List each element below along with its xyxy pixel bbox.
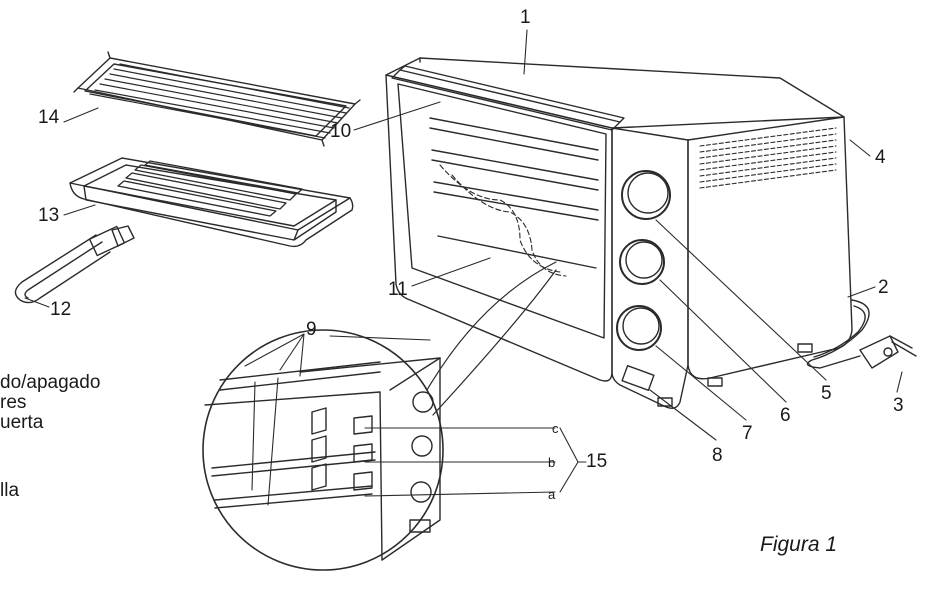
callout-3: 3 bbox=[893, 395, 904, 416]
callout-7: 7 bbox=[742, 423, 753, 444]
cut-text-4: lla bbox=[0, 480, 20, 501]
callout-2: 2 bbox=[878, 277, 889, 298]
cut-text-1: do/apagado bbox=[0, 372, 101, 393]
figure-caption: Figura 1 bbox=[760, 533, 838, 556]
leader-lines bbox=[24, 29, 903, 506]
tray-handle bbox=[14, 225, 135, 304]
wire-rack bbox=[73, 51, 361, 147]
rack-level-a: a bbox=[548, 487, 556, 502]
callout-4: 4 bbox=[875, 147, 886, 168]
temperature-knob[interactable] bbox=[621, 170, 671, 220]
cut-text-3: uerta bbox=[0, 412, 44, 433]
callout-14: 14 bbox=[38, 107, 60, 128]
oven-body bbox=[385, 57, 853, 409]
power-cord-and-plug bbox=[806, 299, 917, 369]
callout-9: 9 bbox=[306, 319, 317, 340]
rack-level-b: b bbox=[548, 455, 556, 470]
callout-1: 1 bbox=[520, 7, 531, 28]
cut-text-2: res bbox=[0, 392, 27, 413]
function-knob[interactable] bbox=[619, 239, 665, 285]
callout-5: 5 bbox=[821, 383, 832, 404]
timer-knob[interactable] bbox=[616, 305, 662, 351]
callout-13: 13 bbox=[38, 205, 60, 226]
baking-tray bbox=[69, 157, 354, 248]
rack-level-c: c bbox=[552, 421, 559, 436]
callout-11: 11 bbox=[388, 279, 408, 300]
indicator-light bbox=[621, 364, 655, 392]
callout-10: 10 bbox=[330, 121, 352, 142]
callout-15: 15 bbox=[586, 451, 608, 472]
callout-8: 8 bbox=[712, 445, 723, 466]
zoom-detail-circle bbox=[202, 261, 557, 571]
callout-6: 6 bbox=[780, 405, 791, 426]
callout-12: 12 bbox=[50, 299, 72, 320]
